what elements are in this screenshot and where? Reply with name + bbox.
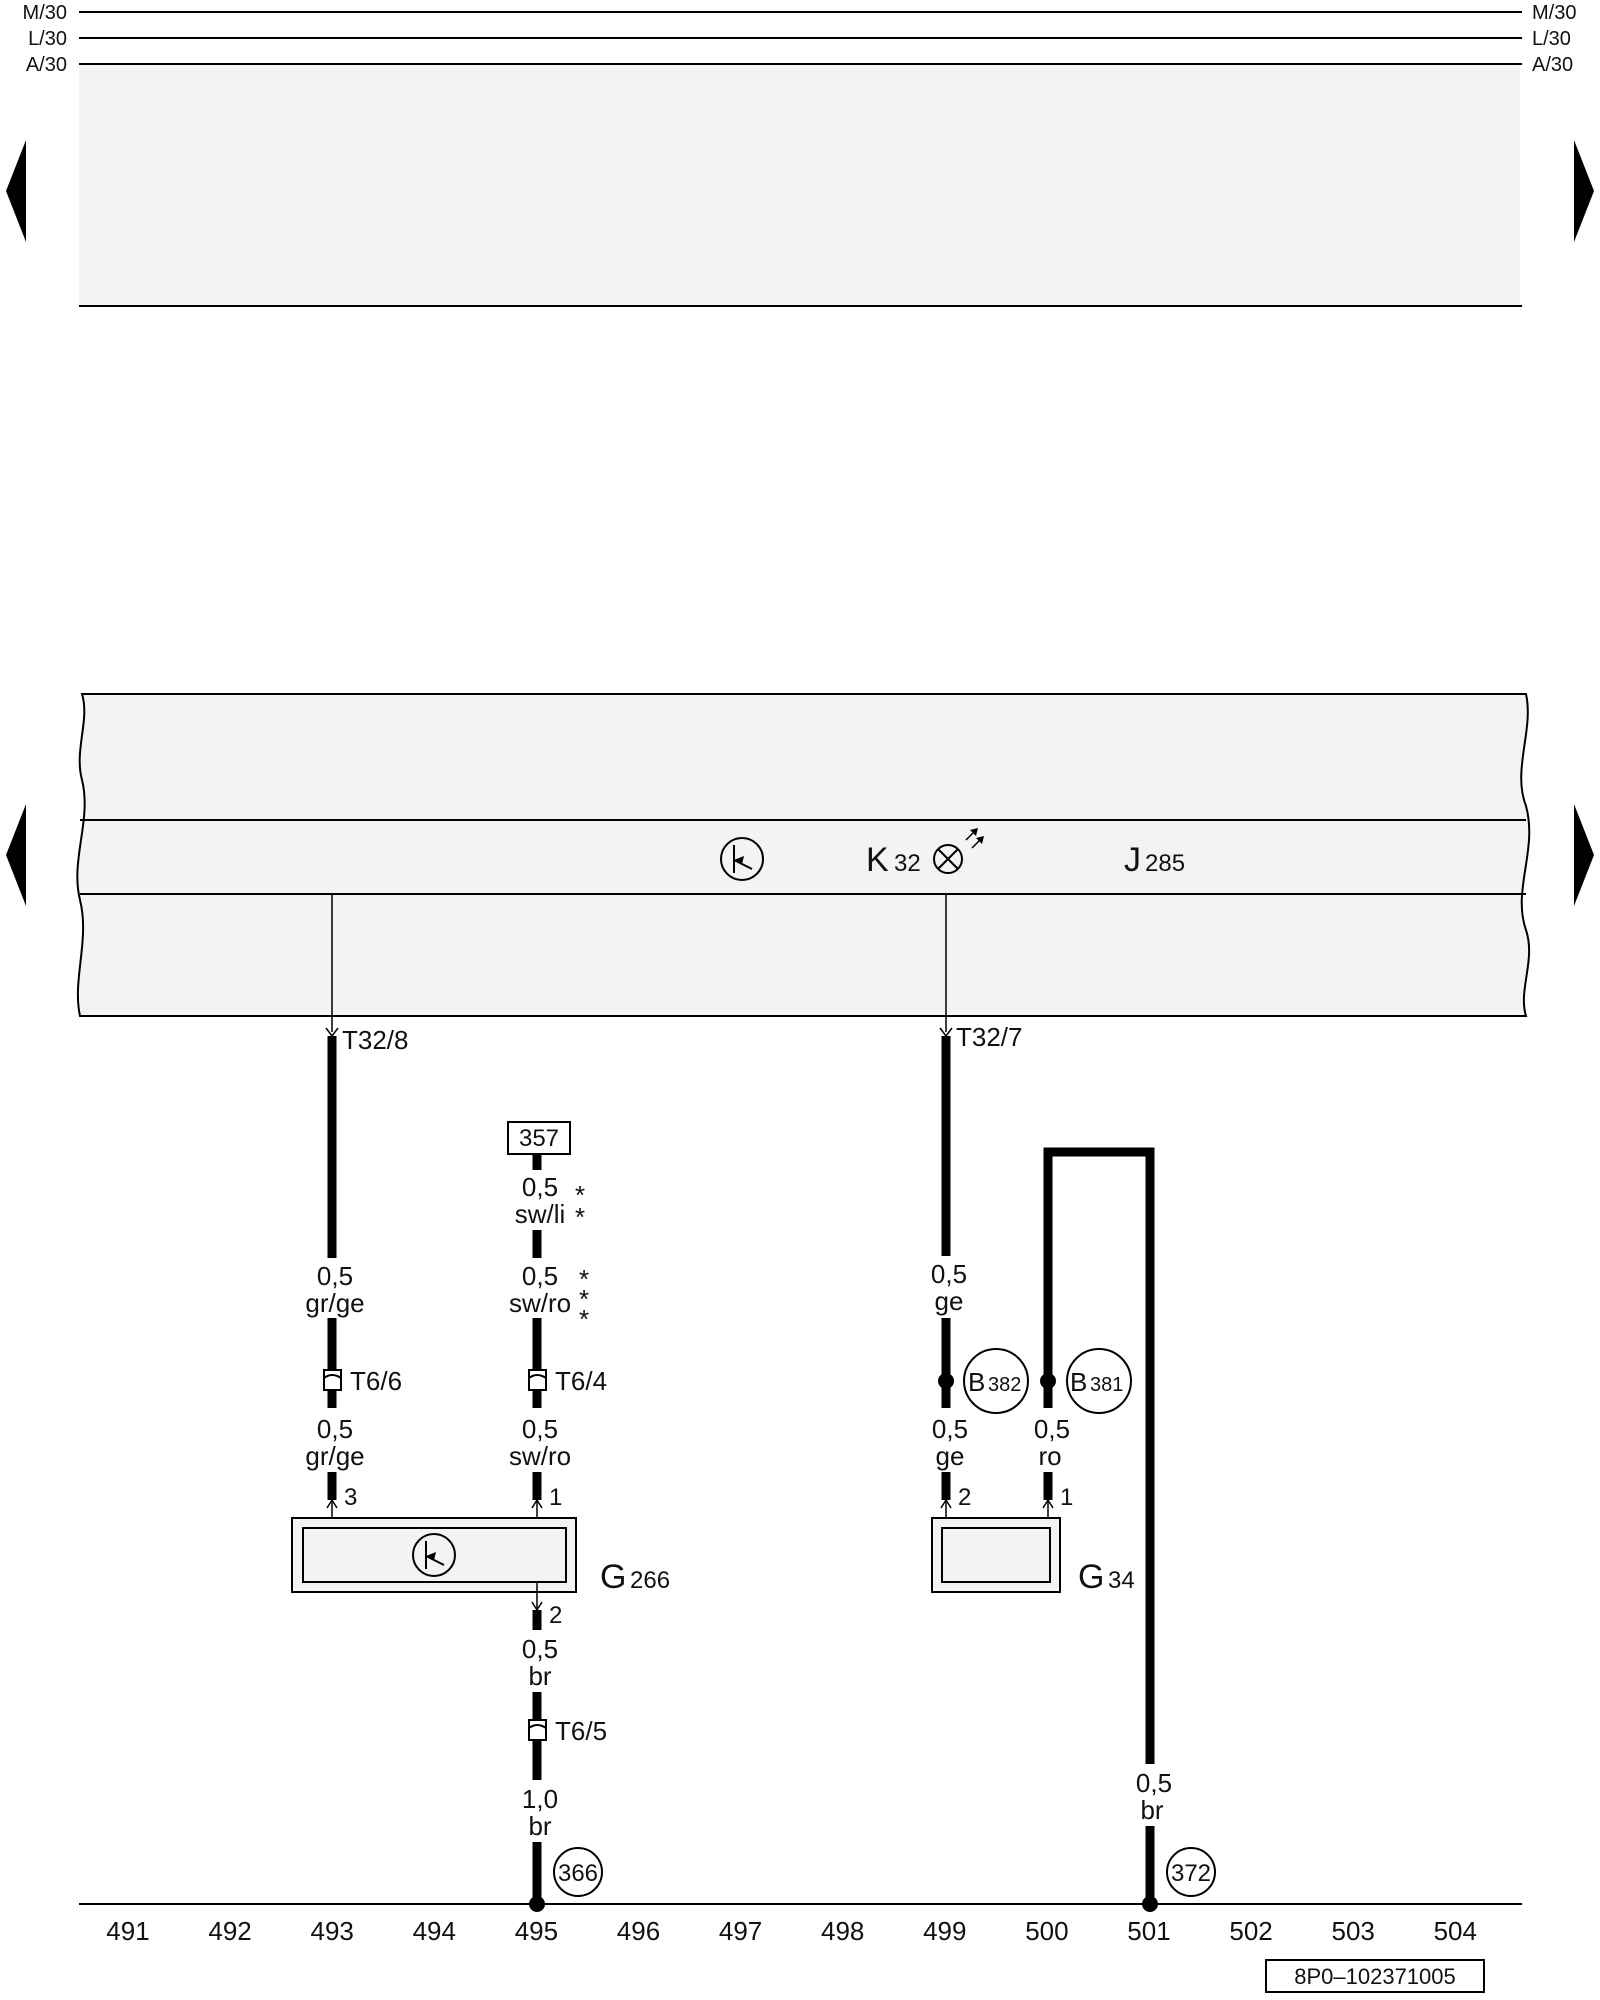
wire-500-color: ro [1038,1441,1061,1471]
lamp-k32-label: K [866,841,889,879]
track-number: 504 [1434,1916,1477,1946]
ground-372-label: 372 [1171,1860,1211,1887]
warning-lamp-icon [933,828,984,874]
track-number: 498 [821,1916,864,1946]
next-page-arrow-icon-lower[interactable] [1574,804,1594,906]
ref-357-label: 357 [519,1125,559,1152]
splice-b381-sub: 381 [1090,1374,1123,1396]
next-page-arrow-icon[interactable] [1574,140,1594,242]
footnote-star-4: * [579,1284,589,1314]
wire-500-gauge: 0,5 [1034,1414,1070,1444]
footnote-star-5: * [579,1304,589,1334]
splice-b382-dot [938,1373,954,1389]
wire-501-gauge: 0,5 [1136,1768,1172,1798]
bus-label-right-m30: M/30 [1532,2,1576,24]
g34-pin1-label: 1 [1060,1484,1073,1511]
sender-g266-sub: 266 [630,1567,670,1594]
splice-b381-circle [1066,1348,1132,1414]
drawing-code: 8P0–102371005 [1294,1964,1456,1989]
track-number: 500 [1025,1916,1068,1946]
sender-g34-inner [941,1527,1051,1583]
connector-t6-5-label: T6/5 [555,1716,607,1746]
sender-g34-sub: 34 [1108,1567,1135,1594]
connector-t6-6-label: T6/6 [350,1366,402,1396]
track-number: 502 [1229,1916,1272,1946]
connector-t6-5-icon [528,1719,547,1741]
g266-pin1-label: 1 [549,1484,562,1511]
wire-499-gauge-1: 0,5 [931,1259,967,1289]
cluster-j285-label: J [1124,841,1141,879]
g34-pin2-label: 2 [958,1484,971,1511]
bus-label-left-m30: M/30 [23,2,67,24]
wire-495-color-e: br [528,1811,551,1841]
wire-495-gauge-c: 0,5 [522,1414,558,1444]
footnote-star-3: * [579,1264,589,1294]
ground-366-label: 366 [558,1860,598,1887]
footnote-star-1: * [575,1180,585,1210]
cluster-housing [76,693,1531,1017]
splice-b382-circle [963,1348,1029,1414]
lamp-k32-sub: 32 [894,850,921,877]
track-number: 496 [617,1916,660,1946]
track-number: 501 [1127,1916,1170,1946]
cluster-j285-sub: 285 [1145,850,1185,877]
wire-495-color-d: br [528,1661,551,1691]
splice-b382-label: B [968,1367,985,1397]
track-number: 497 [719,1916,762,1946]
track-number: 503 [1332,1916,1375,1946]
wire-493-gauge-2: 0,5 [317,1414,353,1444]
splice-b381-dot [1040,1373,1056,1389]
track-number: 494 [413,1916,456,1946]
sender-gauge-icon [412,1533,456,1577]
prev-page-arrow-icon[interactable] [6,140,26,242]
wire-493-color-2: gr/ge [305,1441,364,1471]
wire-495-color-c: sw/ro [509,1441,571,1471]
wire-495-gauge-d: 0,5 [522,1634,558,1664]
footnote-star-2: * [575,1202,585,1232]
ground-366-circle [553,1847,603,1897]
wire-495-color-a: sw/li [515,1199,566,1229]
pin-t32-8-label: T32/8 [342,1025,409,1055]
bus-label-right-a30: A/30 [1532,54,1573,76]
splice-b381-label: B [1070,1367,1087,1397]
ground-372-circle [1166,1847,1216,1897]
wire-499-color-1: ge [935,1286,964,1316]
sender-g266-label: G [600,1558,626,1596]
bus-label-right-l30: L/30 [1532,28,1571,50]
connector-t6-4-icon [528,1369,547,1391]
bus-area [79,64,1520,306]
g266-pin3-label: 3 [344,1484,357,1511]
connector-t6-4-label: T6/4 [555,1366,607,1396]
wire-499-color-2: ge [936,1441,965,1471]
wire-493-gauge-1: 0,5 [317,1261,353,1291]
track-number: 495 [515,1916,558,1946]
pin-t32-7-label: T32/7 [956,1022,1023,1052]
wire-495-gauge-a: 0,5 [522,1172,558,1202]
connector-t6-6-icon [323,1369,342,1391]
track-number: 499 [923,1916,966,1946]
splice-b382-sub: 382 [988,1374,1021,1396]
track-numbers: 491 492 493 494 495 496 497 498 499 500 501 502 503 5… [106,1916,1477,1946]
g266-pin2-label: 2 [549,1602,562,1629]
drawing-code-box [1265,1959,1485,1993]
wire-495-color-b: sw/ro [509,1288,571,1318]
track-number: 493 [311,1916,354,1946]
bus-label-left-a30: A/30 [26,54,67,76]
wire-495-gauge-b: 0,5 [522,1261,558,1291]
wire-493-color-1: gr/ge [305,1288,364,1318]
sender-g34-label: G [1078,1558,1104,1596]
bus-label-left-l30: L/30 [28,28,67,50]
prev-page-arrow-icon-lower[interactable] [6,804,26,906]
wire-501-label-gap [1130,1764,1170,1826]
wire-501-color: br [1140,1795,1163,1825]
fuel-gauge-icon [720,837,764,881]
track-number: 492 [208,1916,251,1946]
wire-499-gauge-2: 0,5 [932,1414,968,1444]
wire-495-gauge-e: 1,0 [522,1784,558,1814]
wire-500-501-loop [1043,1147,1155,1904]
track-number: 491 [106,1916,149,1946]
